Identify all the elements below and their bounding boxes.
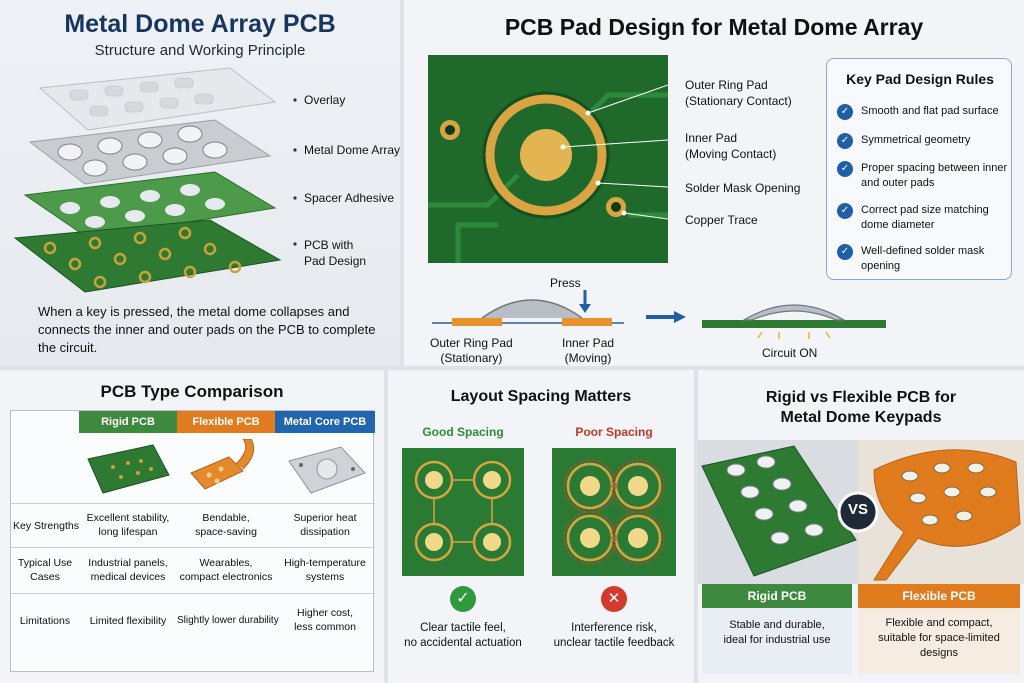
rigid-vs-flex-panel: Rigid vs Flexible PCB for Metal Dome Key… (698, 370, 1024, 683)
good-check-icon: ✓ (450, 586, 476, 612)
spacing-title: Layout Spacing Matters (450, 388, 632, 405)
pad-closeup-image (428, 55, 668, 263)
callout-copper-trace: Copper Trace (685, 213, 758, 227)
rule-item: ✓Well-defined solder mask opening (837, 244, 1009, 274)
design-rules-title: Key Pad Design Rules (846, 71, 994, 87)
structure-subtitle: Structure and Working Principle (94, 42, 306, 59)
check-icon: ✓ (837, 104, 853, 120)
rigid-vs-flex-photo (698, 440, 1024, 584)
overlay-layer (38, 67, 277, 131)
rigid-desc-box (702, 608, 852, 674)
good-spacing-layout (402, 448, 524, 576)
poor-cross-icon: ✕ (601, 586, 627, 612)
rigid-vs-flex-title: Rigid vs Flexible PCB for Metal Dome Key… (765, 389, 957, 426)
layer-label-pcb: PCB with Pad Design (304, 238, 367, 268)
table-cell: Slightly lower durability (177, 615, 279, 626)
table-cell: Excellent stability, long lifespan (86, 512, 170, 538)
vs-badge: VS (847, 501, 868, 518)
callout-inner-pad: Inner Pad(Moving Contact) (685, 131, 777, 161)
metal-core-pcb-thumbnail (288, 446, 366, 494)
poor-spacing-label: Poor Spacing (575, 425, 653, 439)
table-cell: Industrial panels, medical devices (88, 557, 168, 583)
column-header-flexible: Flexible PCB (177, 411, 275, 433)
table-cell: Bendable, space-saving (195, 512, 257, 538)
rigid-pcb-description: Stable and durable, ideal for industrial… (723, 619, 831, 646)
pcb-layer (13, 219, 282, 293)
column-header-rigid: Rigid PCB (79, 411, 177, 433)
press-label: Press (550, 276, 581, 290)
exploded-layer-illustration (13, 67, 297, 293)
rigid-pcb-thumbnail (87, 444, 170, 494)
pad-design-panel: PCB Pad Design for Metal Dome Array Oute… (404, 0, 1024, 366)
dome-cross-section (432, 290, 886, 339)
layer-label-overlay: Overlay (304, 93, 346, 107)
design-rules-box: Key Pad Design Rules ✓Smooth and flat pa… (826, 58, 1012, 280)
column-header-metal-core: Metal Core PCB (275, 411, 375, 433)
flexible-pcb-description: Flexible and compact, suitable for space… (878, 617, 1000, 659)
dome-array-layer (28, 119, 272, 185)
flex-desc-box (858, 608, 1020, 674)
rule-item: ✓Proper spacing between inner and outer … (837, 161, 1009, 191)
check-icon: ✓ (837, 244, 853, 260)
working-principle-text: When a key is pressed, the metal dome co… (38, 304, 376, 355)
good-spacing-result: Clear tactile feel, no accidental actuat… (404, 622, 522, 649)
poor-spacing-layout (552, 448, 676, 576)
comparison-panel: PCB Type Comparison Rigid PCB Flexible P… (0, 370, 384, 683)
outer-ring-pad-label: Outer Ring Pad (Stationary) (430, 336, 513, 365)
rule-item: ✓Correct pad size matching dome diameter (837, 203, 1009, 233)
table-cell: Higher cost, less common (294, 607, 356, 633)
circuit-on-label: Circuit ON (762, 346, 818, 360)
spacing-panel: Layout Spacing Matters Good Spacing Poor… (388, 370, 694, 683)
good-spacing-label: Good Spacing (422, 425, 504, 439)
flexible-pcb-label: Flexible PCB (858, 584, 1020, 608)
callout-outer-ring-pad: Outer Ring Pad(Stationary Contact) (685, 78, 792, 108)
pad-design-title: PCB Pad Design for Metal Dome Array (504, 14, 924, 40)
check-icon: ✓ (837, 161, 853, 177)
flexible-pcb-thumbnail (190, 439, 255, 490)
row-header-use-cases: Typical Use Cases (17, 557, 73, 583)
layer-label-spacer: Spacer Adhesive (304, 191, 395, 205)
check-icon: ✓ (837, 203, 853, 219)
table-cell: Superior heat dissipation (293, 512, 357, 538)
check-icon: ✓ (837, 133, 853, 149)
spacer-layer (23, 171, 277, 239)
callout-solder-mask: Solder Mask Opening (685, 181, 801, 195)
structure-title: Metal Dome Array PCB (64, 10, 336, 38)
table-cell: Limited flexibility (89, 615, 167, 627)
rigid-pcb-label: Rigid PCB (702, 584, 852, 608)
row-header-limitations: Limitations (19, 615, 71, 627)
inner-pad-label: Inner Pad (Moving) (562, 336, 615, 365)
rule-item: ✓Symmetrical geometry (837, 133, 1009, 149)
structure-panel: Metal Dome Array PCB Structure and Worki… (0, 0, 400, 366)
row-header-strengths: Key Strengths (13, 520, 79, 532)
layer-label-dome: Metal Dome Array (304, 143, 400, 157)
table-cell: Wearables, compact electronics (179, 557, 273, 583)
comparison-table: Rigid PCB Flexible PCB Metal Core PCB Ke… (10, 410, 375, 672)
comparison-title: PCB Type Comparison (100, 382, 284, 401)
table-cell: High-temperature systems (284, 557, 366, 583)
poor-spacing-result: Interference risk, unclear tactile feedb… (553, 622, 675, 649)
rule-item: ✓Smooth and flat pad surface (837, 104, 1009, 120)
